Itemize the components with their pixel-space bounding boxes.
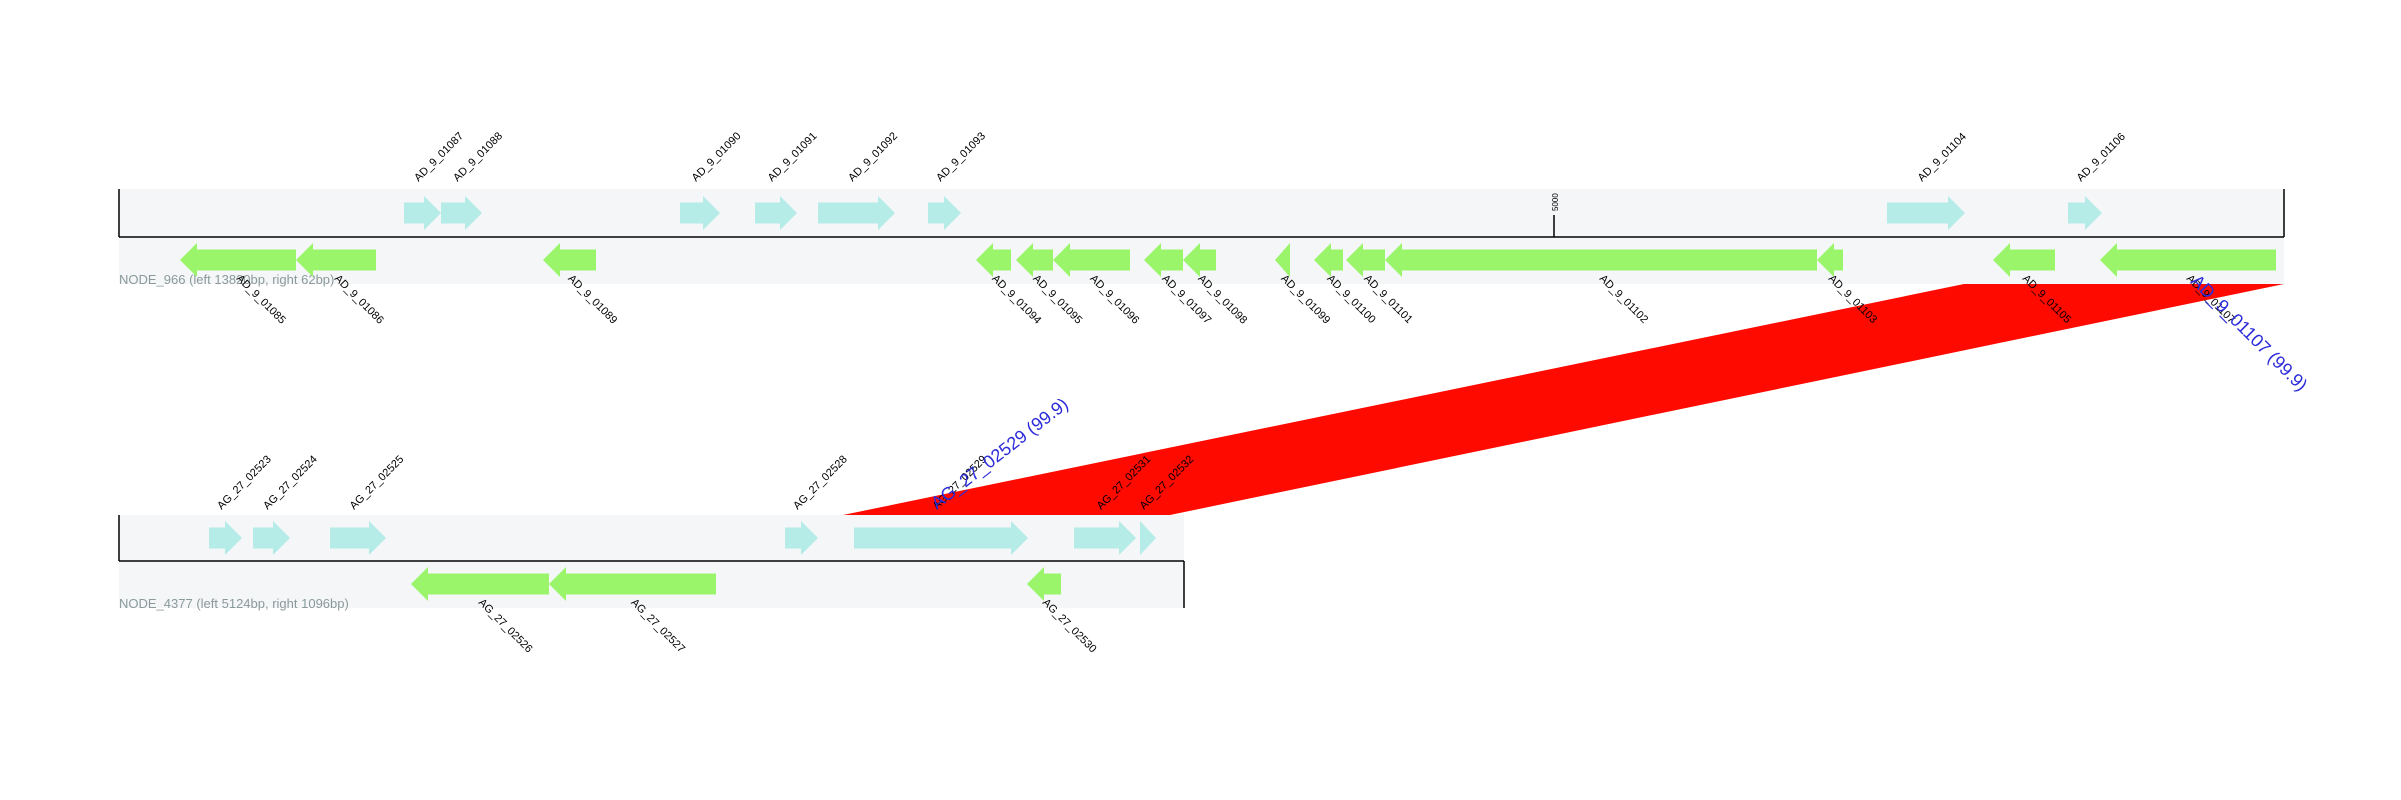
gene-arrow-ad-9-01091[interactable] <box>755 196 797 230</box>
gene-label-ad-9-01091: AD_9_01091 <box>766 130 820 184</box>
gene-arrow-ad-9-01102[interactable] <box>1385 243 1817 277</box>
gene-arrow-ag-27-02523[interactable] <box>209 521 242 555</box>
gene-label-ad-9-01093: AD_9_01093 <box>934 130 988 184</box>
gene-label-ag-27-02525: AG_27_02525 <box>348 453 407 512</box>
gene-label-ad-9-01104: AD_9_01104 <box>1916 131 1969 184</box>
gene-arrow-ad-9-01106[interactable] <box>2068 196 2102 230</box>
gene-arrow-ad-9-01101[interactable] <box>1346 243 1385 277</box>
gene-arrow-ad-9-01088[interactable] <box>441 196 482 230</box>
gene-arrow-ad-9-01087[interactable] <box>404 196 441 230</box>
node966-contig-label: NODE_966 (left 13820bp, right 62bp) <box>119 272 334 287</box>
gene-arrow-ag-27-02529[interactable] <box>854 521 1028 555</box>
gene-arrow-ag-27-02531[interactable] <box>1074 521 1136 555</box>
node4377-contig-label: NODE_4377 (left 5124bp, right 1096bp) <box>119 596 349 611</box>
node966-axis <box>118 189 2285 238</box>
gene-label-ad-9-01106: AD_9_01106 <box>2075 131 2128 184</box>
gene-arrow-ag-27-02524[interactable] <box>253 521 290 555</box>
gene-arrow-ad-9-01093[interactable] <box>928 196 961 230</box>
gene-arrow-ag-27-02528[interactable] <box>785 521 818 555</box>
gene-arrow-ag-27-02527[interactable] <box>549 567 716 601</box>
node966-tick-label: 5000 <box>1551 193 1560 211</box>
gene-arrow-ad-9-01095[interactable] <box>1016 243 1053 277</box>
gene-arrow-ad-9-01090[interactable] <box>680 196 720 230</box>
homology-link[interactable] <box>843 284 2284 515</box>
gene-arrow-ad-9-01098[interactable] <box>1183 243 1216 277</box>
gene-arrow-ad-9-01099[interactable] <box>1275 243 1290 277</box>
gene-arrow-ad-9-01100[interactable] <box>1314 243 1343 277</box>
gene-arrow-ad-9-01107[interactable] <box>2100 243 2276 277</box>
gene-arrow-ag-27-02530[interactable] <box>1027 567 1061 601</box>
gene-arrow-ad-9-01096[interactable] <box>1053 243 1130 277</box>
gene-arrow-ad-9-01104[interactable] <box>1887 196 1965 230</box>
gene-arrow-ag-27-02526[interactable] <box>411 567 549 601</box>
gene-label-ag-27-02528: AG_27_02528 <box>791 453 850 512</box>
gene-arrow-ad-9-01105[interactable] <box>1993 243 2055 277</box>
gene-arrow-ad-9-01097[interactable] <box>1144 243 1183 277</box>
gene-arrow-ag-27-02525[interactable] <box>330 521 386 555</box>
gene-arrow-ad-9-01094[interactable] <box>976 243 1011 277</box>
gene-arrow-ad-9-01089[interactable] <box>543 243 596 277</box>
gene-label-ad-9-01090: AD_9_01090 <box>690 130 744 184</box>
gene-label-ad-9-01092: AD_9_01092 <box>846 130 900 184</box>
gene-arrow-ad-9-01085[interactable] <box>180 243 296 277</box>
gene-arrow-ad-9-01103[interactable] <box>1817 243 1843 277</box>
gene-arrow-ad-9-01092[interactable] <box>818 196 895 230</box>
gene-arrow-ag-27-02532[interactable] <box>1140 521 1156 555</box>
gene-arrow-ad-9-01086[interactable] <box>296 243 376 277</box>
node4377-axis <box>118 515 1185 608</box>
